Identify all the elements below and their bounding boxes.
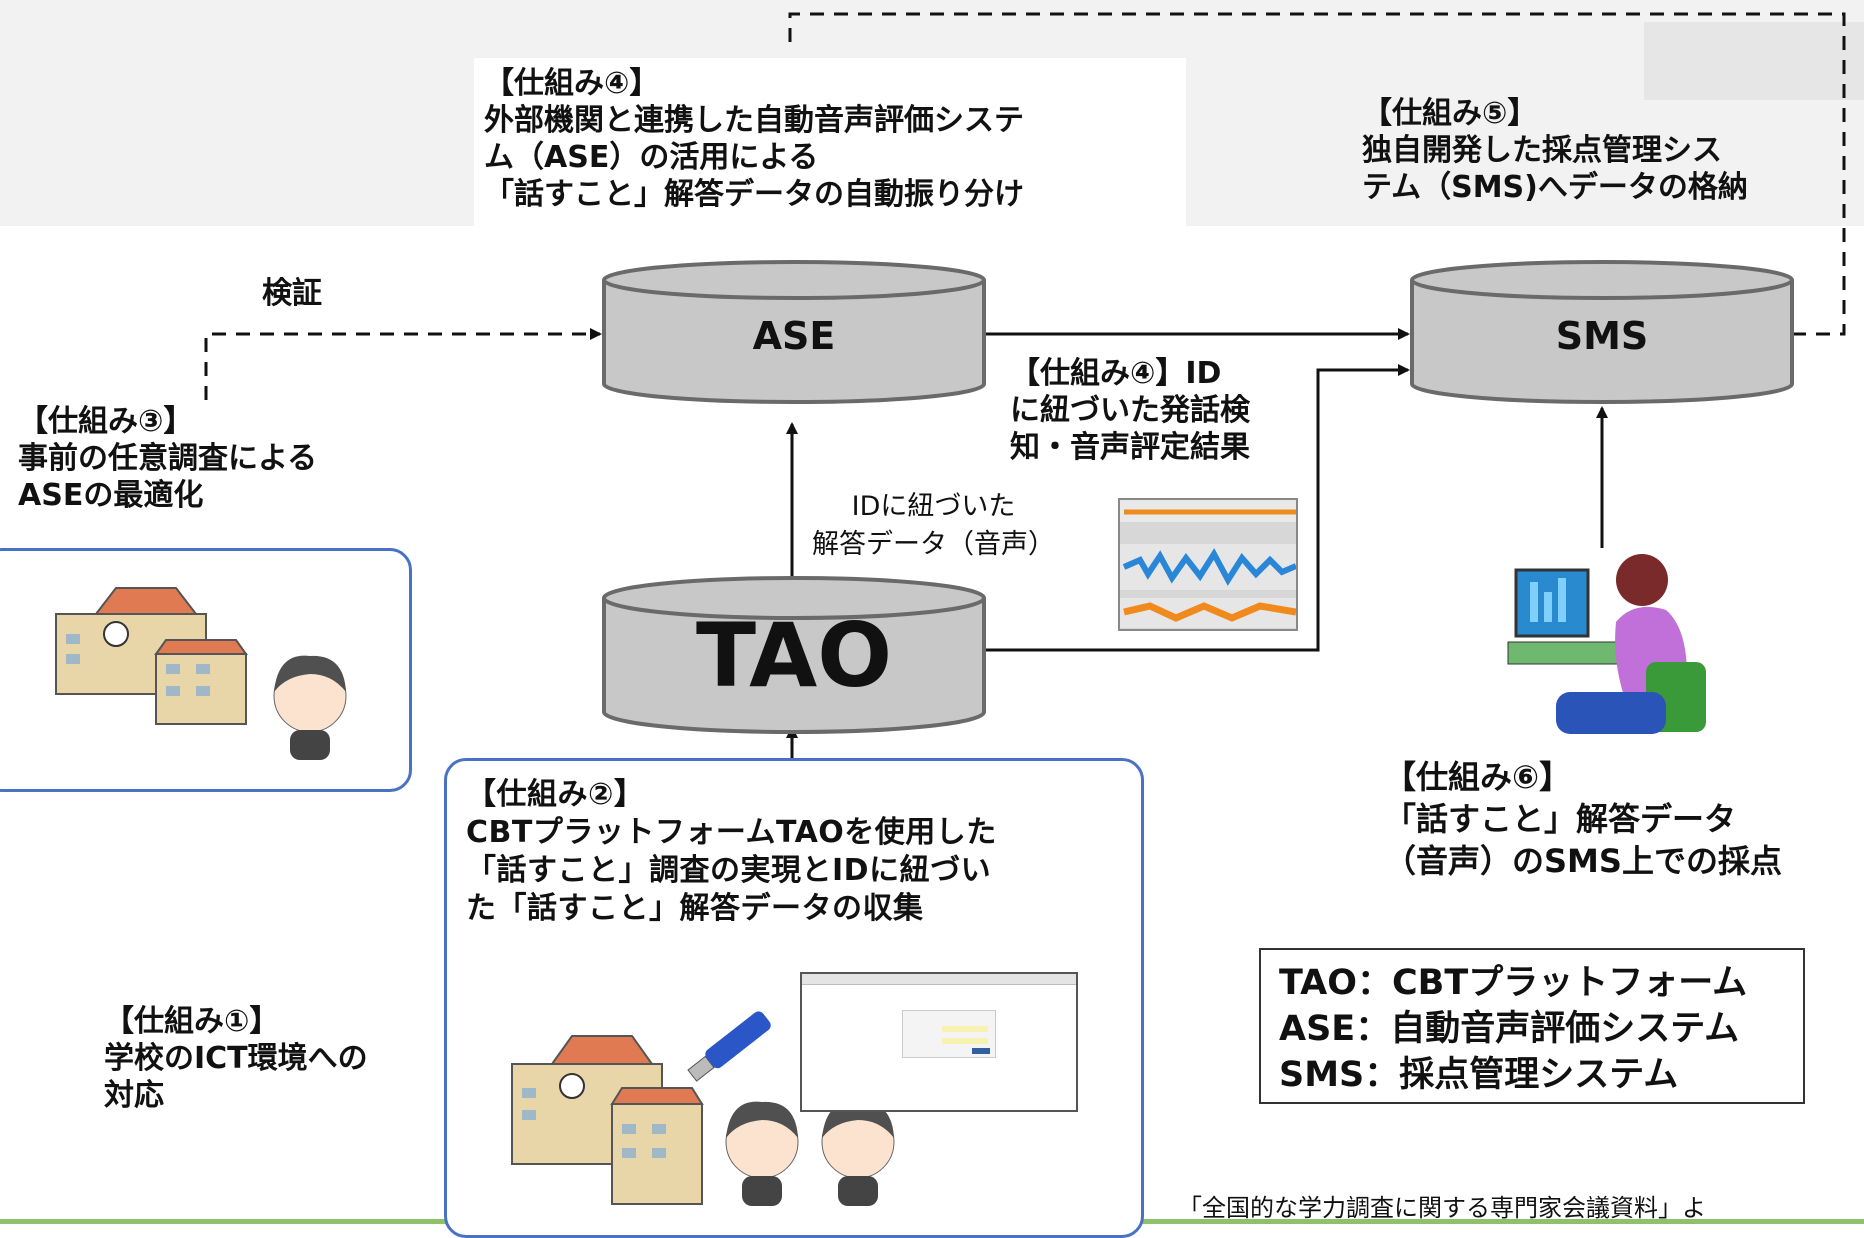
ase-database xyxy=(602,260,986,404)
legend-tao: TAO：CBTプラットフォーム xyxy=(1279,963,1748,1003)
sms-database xyxy=(1410,260,1794,404)
student-icon-2 xyxy=(725,1101,799,1206)
school-building-icon xyxy=(55,587,248,725)
legend-ase: ASE：自動音声評価システム xyxy=(1279,1009,1740,1049)
school-building-icon-2 xyxy=(511,1035,704,1205)
student-icon xyxy=(273,655,347,760)
mechanism3-title: 【仕組み③】 xyxy=(18,404,194,439)
mechanism4-mid-text: 【仕組み④】ID に紐づいた発話検 知・音声評定結果 xyxy=(1010,356,1250,465)
legend-sms: SMS：採点管理システム xyxy=(1279,1055,1679,1095)
operator-at-computer-icon xyxy=(1507,554,1706,734)
source-caption: 「全国的な学力調査に関する専門家会議資料」よ xyxy=(1178,1194,1706,1222)
sms-label: SMS xyxy=(1555,314,1649,358)
mechanism6-text: 【仕組み⑥】 「話すこと」解答データ （音声）のSMS上での採点 xyxy=(1384,758,1782,880)
legend-box: TAO：CBTプラットフォーム ASE：自動音声評価システム SMS：採点管理シ… xyxy=(1259,948,1805,1104)
dashed-loop-sms xyxy=(788,12,1846,336)
waveform-image xyxy=(1118,498,1298,631)
mechanism4-top-text: 【仕組み④】 外部機関と連携した自動音声評価システ ム（ASE）の活用による 「… xyxy=(484,66,1024,212)
mechanism1-text: 【仕組み①】 学校のICT環境への 対応 xyxy=(104,1004,368,1113)
ase-label: ASE xyxy=(752,314,836,358)
tao-database xyxy=(602,576,986,734)
verification-label: 検証 xyxy=(262,276,322,311)
mechanism5-text: 【仕組み⑤】 独自開発した採点管理シス テム（SMS)へデータの格納 xyxy=(1362,96,1748,205)
answer-data-label: IDに紐づいた 解答データ（音声） xyxy=(812,491,1055,560)
dashed-verification-line xyxy=(204,328,602,400)
mechanism5-title: 【仕組み⑤】 xyxy=(1362,96,1538,131)
cbt-screen-image xyxy=(800,972,1078,1112)
student-icon-3 xyxy=(821,1101,895,1206)
mechanism2-title: 【仕組み②】 xyxy=(466,777,645,812)
mechanism6-title: 【仕組み⑥】 xyxy=(1384,758,1572,796)
corner-block xyxy=(1644,22,1864,100)
mechanism2-text: 【仕組み②】 CBTプラットフォームTAOを使用した 「話すこと」調査の実現とI… xyxy=(466,777,997,926)
mechanism1-title: 【仕組み①】 xyxy=(104,1004,280,1039)
arrow-tao-sms xyxy=(984,364,1410,652)
mechanism4-top-title: 【仕組み④】 xyxy=(484,66,660,101)
mechanism3-text: 【仕組み③】 事前の任意調査による ASEの最適化 xyxy=(18,404,318,513)
tao-label: TAO xyxy=(695,604,893,707)
mechanism4-box xyxy=(474,58,1186,256)
usb-stick-icon xyxy=(687,1011,771,1082)
